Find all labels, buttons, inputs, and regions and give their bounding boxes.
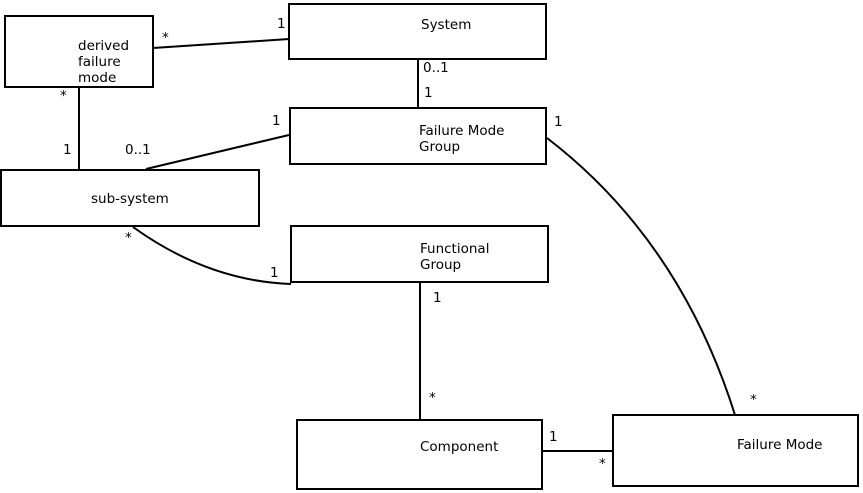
multiplicity-failure-mode-end: * [750, 392, 757, 408]
connector-failure-mode-group-failure-mode [546, 137, 736, 416]
entity-derived-failure-mode: derived failure mode [4, 15, 154, 88]
multiplicity-derived-failure-mode-end: * [60, 88, 67, 104]
multiplicity-sub-system-end: 0..1 [125, 142, 151, 158]
multiplicity-system-end: 1 [277, 16, 286, 32]
multiplicity-system-end: 0..1 [423, 60, 449, 76]
entity-sub-system-label: sub-system [91, 191, 169, 207]
entity-label-line: Group [420, 257, 462, 273]
multiplicity-sub-system-end: 1 [63, 142, 72, 158]
multiplicity-failure-mode-end: * [599, 456, 606, 472]
entity-label-line: Component [420, 439, 499, 455]
entity-label-line: Group [419, 139, 461, 155]
entity-failure-mode-group-label: Failure Mode Group [419, 123, 505, 155]
multiplicity-derived-failure-mode-end: * [162, 30, 169, 46]
entity-label-line: System [421, 17, 472, 33]
entity-derived-failure-mode-label: derived failure mode [78, 38, 129, 86]
entity-sub-system: sub-system [0, 169, 260, 227]
entity-label-line: failure [78, 54, 121, 70]
multiplicity-component-end: * [429, 390, 436, 406]
multiplicity-failure-mode-group-end: 1 [424, 85, 433, 101]
entity-component: Component [296, 419, 543, 490]
connector-derived-failure-mode-system [152, 38, 290, 49]
entity-failure-mode-label: Failure Mode [737, 437, 823, 453]
entity-system-label: System [421, 17, 471, 33]
entity-label-line: Functional [420, 241, 490, 257]
entity-label-line: Failure Mode [419, 123, 505, 139]
entity-label-line: sub-system [91, 191, 169, 207]
multiplicity-failure-mode-group-end: 1 [554, 114, 563, 130]
entity-failure-mode-group: Failure Mode Group [289, 107, 547, 165]
multiplicity-functional-group-end: 1 [270, 265, 279, 281]
entity-functional-group: Functional Group [290, 225, 549, 283]
entity-component-label: Component [420, 439, 498, 455]
multiplicity-sub-system-end: * [125, 230, 132, 246]
entity-failure-mode: Failure Mode [612, 414, 859, 487]
multiplicity-functional-group-end: 1 [433, 290, 442, 306]
entity-functional-group-label: Functional Group [420, 241, 489, 273]
entity-system: System [288, 3, 547, 60]
connector-sub-system-functional-group [132, 226, 292, 285]
multiplicity-failure-mode-group-end: 1 [272, 113, 281, 129]
connector-failure-mode-group-sub-system [145, 134, 290, 170]
entity-label-line: Failure Mode [737, 437, 823, 453]
entity-label-line: derived [78, 38, 130, 54]
entity-label-line: mode [78, 70, 117, 86]
multiplicity-component-end: 1 [549, 429, 558, 445]
